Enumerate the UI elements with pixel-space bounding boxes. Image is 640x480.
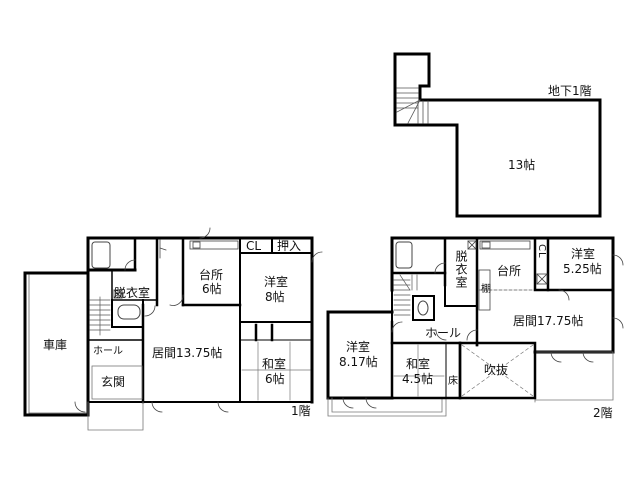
- first-datsui-label: 脱衣室: [114, 286, 151, 300]
- second-kitchen-label: 台所: [497, 264, 522, 278]
- first-genkan-label: 玄関: [101, 375, 126, 389]
- second-hall-label: ホール: [425, 326, 462, 340]
- second-cl-label: CL: [536, 244, 547, 259]
- basement-stairs-icon: [396, 87, 429, 124]
- second-shelf-label: 棚: [481, 284, 491, 295]
- second-washitsu-size: 4.5帖: [402, 372, 434, 386]
- first-floor-stairs-icon: [89, 296, 111, 336]
- basement-plan: [393, 52, 602, 218]
- second-youshitsu-large-label: 洋室: [346, 340, 371, 354]
- first-kitchen-size: 6帖: [202, 282, 222, 296]
- second-toko-label: 床: [448, 376, 458, 387]
- basement-room-size: 13帖: [508, 158, 536, 172]
- second-living-label: 居間17.75帖: [513, 314, 584, 328]
- garage-label: 車庫: [43, 338, 68, 352]
- basement-floor-label: 地下1階: [548, 84, 592, 98]
- first-cl-label: CL: [246, 239, 262, 253]
- second-datsui-label: 脱衣室: [454, 250, 468, 289]
- second-youshitsu-small-label: 洋室: [571, 247, 596, 261]
- second-youshitsu-large-size: 8.17帖: [339, 355, 378, 369]
- first-washitsu-size: 6帖: [265, 372, 285, 386]
- first-living-label: 居間13.75帖: [152, 346, 223, 360]
- second-floor-label: 2階: [593, 406, 613, 420]
- second-fukinuke-label: 吹抜: [484, 363, 509, 377]
- first-hall-label: ホール: [93, 346, 123, 357]
- second-floor-plan: [326, 236, 624, 417]
- first-floor-label: 1階: [291, 404, 311, 418]
- first-washitsu-label: 和室: [262, 357, 287, 371]
- fukinuke-x-icon: [461, 344, 534, 397]
- first-youshitsu-size: 8帖: [265, 290, 285, 304]
- second-youshitsu-small-size: 5.25帖: [563, 262, 602, 276]
- first-kitchen-label: 台所: [199, 268, 224, 282]
- second-floor-stairs-icon: [393, 274, 418, 316]
- first-floor-plan: [23, 227, 323, 431]
- first-youshitsu-label: 洋室: [264, 275, 289, 289]
- first-oshiire-label: 押入: [277, 239, 302, 253]
- second-washitsu-label: 和室: [406, 357, 431, 371]
